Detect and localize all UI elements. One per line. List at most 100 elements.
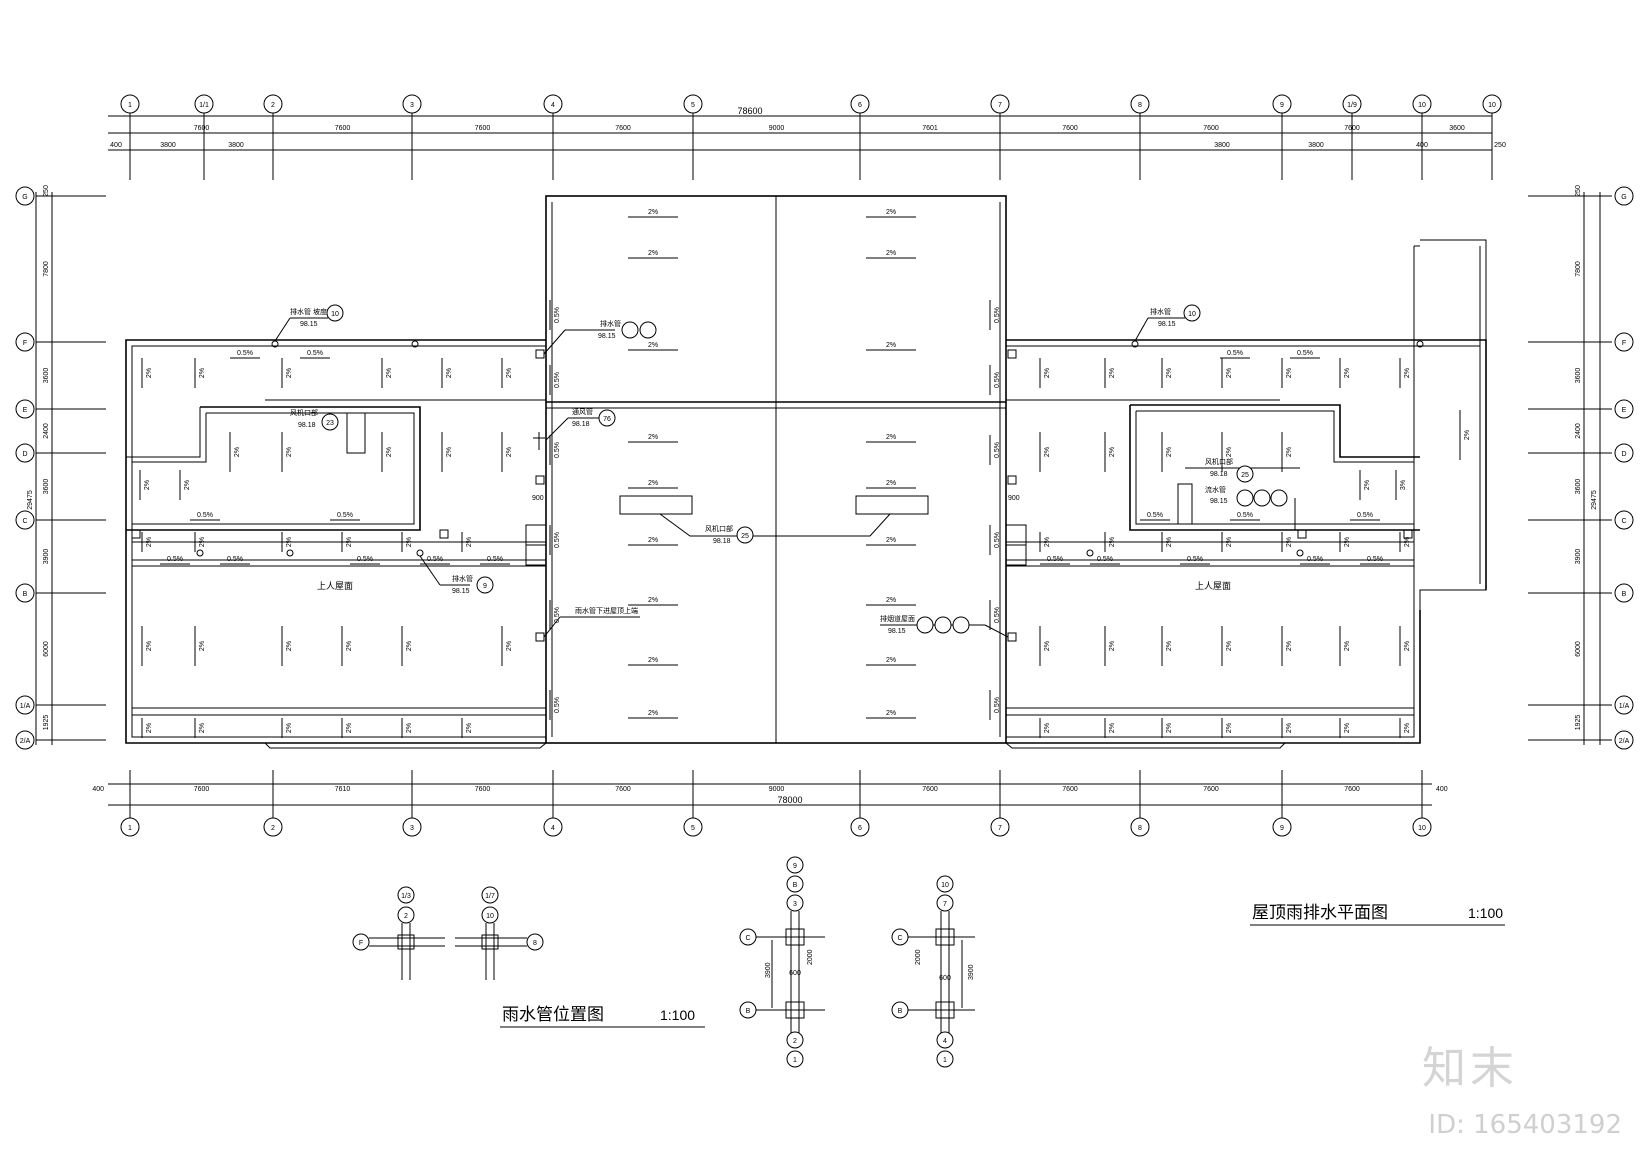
slope-label: 2%	[346, 537, 353, 547]
side-grid-bubble	[15, 399, 35, 419]
svg-text:10: 10	[941, 882, 949, 889]
side-grid-bubble	[1614, 583, 1634, 603]
slope-label: 2%	[1286, 447, 1293, 457]
slope-label: 0.5%	[1237, 512, 1253, 519]
svg-text:98.15: 98.15	[1158, 321, 1176, 328]
bottom-grid-bubble	[850, 817, 870, 837]
svg-text:23: 23	[326, 420, 334, 427]
label-roof-right: 上人屋面	[1195, 581, 1231, 591]
annotations: 排水管 坡度 98.15 10 排水管 98.15 10 排水管 98.15 风…	[274, 304, 1300, 638]
top-grid-bubble	[850, 94, 870, 114]
slope-label: 2%	[648, 710, 658, 717]
note-center-wind: 风机口部	[705, 524, 733, 533]
slope-label: 0.5%	[554, 442, 561, 458]
slope-label: 0.5%	[994, 307, 1001, 323]
slope-label: 2%	[886, 597, 896, 604]
slope-label: 0.5%	[554, 697, 561, 713]
svg-text:900: 900	[532, 495, 544, 502]
slope-label: 0.5%	[994, 532, 1001, 548]
side-dimension-value: 7800	[1575, 261, 1582, 277]
note-drain-right: 流水管	[1205, 485, 1226, 494]
slope-label: 2%	[346, 723, 353, 733]
right-side-dimensions: GFEDCB1/A2/A2507800360024003600390060001…	[1528, 185, 1634, 750]
slope-label: 0.5%	[1297, 350, 1313, 357]
slope-label: 2%	[1364, 480, 1371, 490]
slope-label: 2%	[199, 641, 206, 651]
top-grid-bubble-label: 8	[1138, 102, 1142, 109]
bottom-span-dimension: 7600	[1203, 786, 1219, 793]
side-grid-bubble	[15, 332, 35, 352]
title-pipe-position-scale: 1:100	[660, 1007, 695, 1023]
side-total-dimension: 29475	[27, 490, 34, 510]
slope-label: 2%	[648, 434, 658, 441]
bottom-grid-bubble	[120, 817, 140, 837]
slope-label: 2%	[1404, 368, 1411, 378]
slope-label: 0.5%	[427, 556, 443, 563]
top-sub-dimension: 3800	[1308, 142, 1324, 149]
svg-text:98.15: 98.15	[888, 628, 906, 635]
svg-text:10: 10	[331, 311, 339, 318]
top-grid-bubble	[683, 94, 703, 114]
slope-label: 0.5%	[554, 307, 561, 323]
top-grid-bubble-label: 10	[1488, 102, 1496, 109]
side-dimension-value: 3600	[1575, 368, 1582, 384]
slope-label: 2%	[1344, 723, 1351, 733]
bottom-span-dimension: 7600	[922, 786, 938, 793]
slope-label: 2%	[199, 368, 206, 378]
slope-label: 0.5%	[1307, 556, 1323, 563]
side-grid-bubble-label: G	[22, 194, 27, 201]
svg-text:1: 1	[943, 1057, 947, 1064]
slope-label: 2%	[1109, 368, 1116, 378]
slope-label: 0.5%	[357, 556, 373, 563]
svg-text:9: 9	[793, 863, 797, 870]
slope-label: 2%	[886, 537, 896, 544]
bottom-grid-bubble	[402, 817, 422, 837]
top-grid-bubble	[402, 94, 422, 114]
top-span-dimension: 7600	[1344, 125, 1360, 132]
slope-label: 2%	[1166, 447, 1173, 457]
slope-label: 2%	[1109, 447, 1116, 457]
slope-label: 2%	[648, 209, 658, 216]
top-grid-bubble	[1482, 94, 1502, 114]
slope-label: 0.5%	[1047, 556, 1063, 563]
svg-text:600: 600	[789, 970, 801, 977]
slope-label: 2%	[1344, 368, 1351, 378]
slope-label: 2%	[184, 480, 191, 490]
top-span-dimension: 7600	[1203, 125, 1219, 132]
svg-text:400: 400	[1436, 786, 1448, 793]
svg-text:98.15: 98.15	[300, 321, 318, 328]
svg-text:98.15: 98.15	[1210, 498, 1228, 505]
top-sub-dimension: 3800	[1214, 142, 1230, 149]
slope-label: 0.5%	[237, 350, 253, 357]
slope-label: 2%	[1286, 641, 1293, 651]
slope-label: 0.5%	[1227, 350, 1243, 357]
slope-label: 0.5%	[1147, 512, 1163, 519]
svg-text:B: B	[746, 1008, 751, 1015]
bottom-total-dimension: 78000	[777, 795, 802, 805]
side-dimension-value: 250	[1575, 185, 1582, 197]
note-vent: 通风管	[572, 407, 593, 416]
bottom-span-dimension: 7610	[335, 786, 351, 793]
slope-label: 2%	[286, 641, 293, 651]
slope-label: 2%	[466, 723, 473, 733]
svg-text:2000: 2000	[915, 949, 922, 965]
note-outlet-right: 排水管	[1150, 307, 1171, 316]
title-pipe-position: 雨水管位置图	[502, 1005, 604, 1025]
slope-label: 2%	[1109, 537, 1116, 547]
bottom-grid-bubble-label: 10	[1418, 825, 1426, 832]
side-dimension-value: 7800	[43, 261, 50, 277]
bottom-grid-bubble	[990, 817, 1010, 837]
svg-text:2000: 2000	[807, 949, 814, 965]
svg-text:8: 8	[533, 940, 537, 947]
top-grid-bubble	[990, 94, 1010, 114]
top-grid-bubble	[1342, 94, 1362, 114]
slope-label: 2%	[886, 657, 896, 664]
slope-label: 2%	[406, 723, 413, 733]
slope-label: 2%	[1226, 447, 1233, 457]
side-dimension-value: 1925	[43, 715, 50, 731]
top-grid-bubble-label: 7	[998, 102, 1002, 109]
watermark-brand: 知末	[1422, 1043, 1518, 1094]
